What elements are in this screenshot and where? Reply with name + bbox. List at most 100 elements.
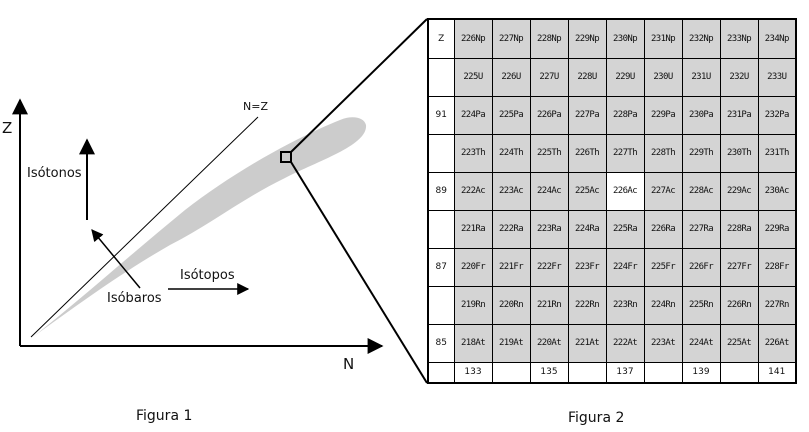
nuclide-cell: 228Pa [605, 95, 645, 135]
nuclide-cell: 227Pa [567, 95, 607, 135]
nuclide-cell: 230Th [719, 133, 759, 173]
z-label-cell: 85 [427, 323, 455, 363]
zoom-region-box [280, 151, 292, 163]
nuclide-cell: 231Np [643, 18, 683, 59]
nuclide-cell: 226Ra [643, 209, 683, 249]
nuclide-cell: 224Th [491, 133, 531, 173]
nuclide-cell: 225Fr [643, 247, 683, 287]
z-label-cell: Z [427, 18, 455, 59]
stability-band [33, 117, 367, 337]
nuclide-cell: 226U [491, 57, 531, 97]
nuclide-cell: 233U [757, 57, 797, 97]
z-label-cell: 91 [427, 95, 455, 135]
nuclide-cell: 230U [643, 57, 683, 97]
nuclide-cell: 222Rn [567, 285, 607, 325]
nuclide-cell: 223Rn [605, 285, 645, 325]
nuclide-cell: 219At [491, 323, 531, 363]
figure2-caption: Figura 2 [568, 410, 625, 426]
nuclide-cell: 229Ac [719, 171, 759, 211]
nuclide-cell: 227Fr [719, 247, 759, 287]
nuclide-cell: 225Ra [605, 209, 645, 249]
n-label-cell: 133 [453, 361, 493, 384]
nuclide-cell: 232U [719, 57, 759, 97]
nuclide-cell: 225Ac [567, 171, 607, 211]
nuclide-cell: 222At [605, 323, 645, 363]
nuclide-cell: 221Ra [453, 209, 493, 249]
corner-blank-cell [427, 361, 455, 384]
z-label-cell [427, 285, 455, 325]
nuclide-cell: 224Ra [567, 209, 607, 249]
z-label-cell [427, 209, 455, 249]
nuclide-cell: 229Ra [757, 209, 797, 249]
nuclide-cell: 229Th [681, 133, 721, 173]
nuclide-cell: 228U [567, 57, 607, 97]
z-label-cell: 89 [427, 171, 455, 211]
nuclide-cell: 229Pa [643, 95, 683, 135]
nuclide-cell: 226Rn [719, 285, 759, 325]
n-equals-z-label: N=Z [243, 100, 268, 113]
n-axis-label: N [343, 355, 355, 373]
n-label-cell [719, 361, 759, 384]
nuclide-cell: 218At [453, 323, 493, 363]
nuclide-cell: 221Rn [529, 285, 569, 325]
n-label-cell: 135 [529, 361, 569, 384]
nuclide-cell: 223Ac [491, 171, 531, 211]
nuclide-cell: 232Np [681, 18, 721, 59]
nuclide-cell: 231Th [757, 133, 797, 173]
nuclide-cell: 234Np [757, 18, 797, 59]
nuclide-cell: 224Pa [453, 95, 493, 135]
nuclide-cell: 224At [681, 323, 721, 363]
nuclide-cell: 231U [681, 57, 721, 97]
nuclide-cell: 220Rn [491, 285, 531, 325]
nuclide-cell: 233Np [719, 18, 759, 59]
nuclide-cell: 227Np [491, 18, 531, 59]
nuclide-cell: 225Th [529, 133, 569, 173]
nuclide-cell: 228Th [643, 133, 683, 173]
isobaros-arrow [91, 229, 141, 289]
nuclide-cell: 223Fr [567, 247, 607, 287]
nuclide-cell: 225Pa [491, 95, 531, 135]
nuclide-cell: 224Rn [643, 285, 683, 325]
nuclide-cell: 228Ra [719, 209, 759, 249]
nuclide-cell: 230Ac [757, 171, 797, 211]
nuclide-cell: 227Ac [643, 171, 683, 211]
nuclide-cell: 226Np [453, 18, 493, 59]
n-label-cell: 137 [605, 361, 645, 384]
n-label-cell: 139 [681, 361, 721, 384]
nuclide-cell: 228Ac [681, 171, 721, 211]
n-label-cell [567, 361, 607, 384]
nuclide-cell: 222Ra [491, 209, 531, 249]
zoom-connector-bottom [290, 161, 428, 384]
nuclide-cell: 222Ac [453, 171, 493, 211]
nuclide-cell: 228Fr [757, 247, 797, 287]
nuclide-cell: 224Fr [605, 247, 645, 287]
nuclide-cell: 220At [529, 323, 569, 363]
nuclide-cell: 225U [453, 57, 493, 97]
nuclide-cell: 223Th [453, 133, 493, 173]
zoom-connector-top [290, 18, 428, 153]
nuclide-cell: 220Fr [453, 247, 493, 287]
n-label-row: 133 135 137 139 141 [427, 361, 797, 384]
z-axis-label: Z [2, 119, 13, 137]
nuclide-cell: 222Fr [529, 247, 569, 287]
nuclide-cell: 229U [605, 57, 645, 97]
n-label-cell [491, 361, 531, 384]
z-label-cell [427, 57, 455, 97]
n-label-cell: 141 [757, 361, 797, 384]
nuclide-cell: 221At [567, 323, 607, 363]
nuclide-cell: 232Pa [757, 95, 797, 135]
nuclide-cell: 226At [757, 323, 797, 363]
nuclide-cell-highlighted: 226Ac [605, 171, 645, 211]
nuclide-cell: 221Fr [491, 247, 531, 287]
